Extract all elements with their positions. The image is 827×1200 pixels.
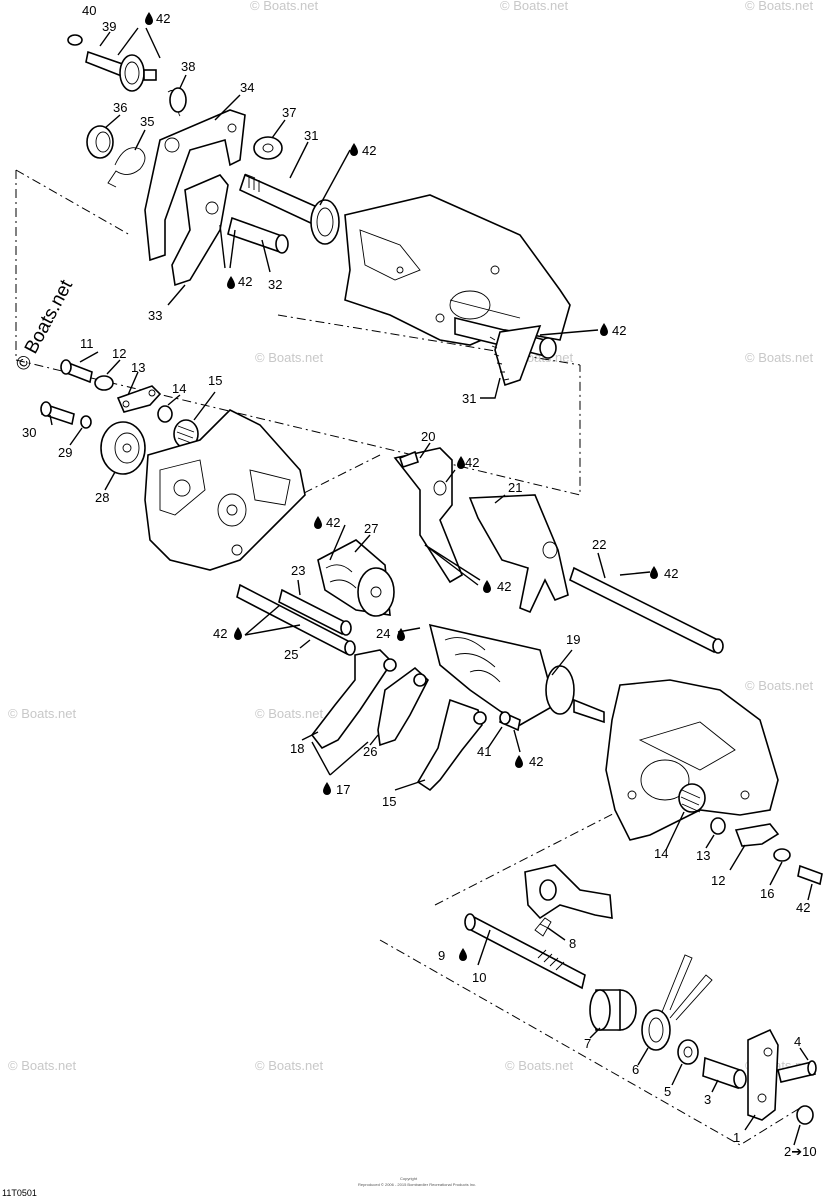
callout-8: 7 [584,1036,591,1051]
callout-31: 31 [462,391,476,406]
callout-41: 42 [529,754,543,769]
callout-29: 29 [58,445,72,460]
callout-23: 23 [291,563,305,578]
copyright-line-2: Reproduced © 2006 - 2015 Bombardier Recr… [358,1182,476,1187]
oil-drop-icons [145,12,658,961]
callout-12: 16 [760,886,774,901]
callout-42: 42 [238,274,252,289]
callout-17: 15 [382,794,396,809]
watermark-tile: © Boats.net [505,1058,574,1073]
callout-28: 28 [95,490,109,505]
callout-3: 4 [794,1034,801,1049]
oil-drop-icon [515,755,523,768]
oil-drop-icon [459,948,467,961]
callout-36: 36 [113,100,127,115]
shift-shaft-assembly [464,864,817,1125]
callout-30: 30 [22,425,36,440]
oil-drop-icon [350,143,358,156]
callout-19: 18 [290,741,304,756]
diagram-code: 11T0501 [2,1188,37,1198]
callout-34: 34 [240,80,254,95]
callout-37: 37 [282,105,296,120]
watermark-tile: © Boats.net [255,1058,324,1073]
left-cover-assembly [40,359,306,571]
watermark-tile: © Boats.net [500,0,569,13]
callout-20: 20 [421,429,435,444]
oil-drop-icon [650,566,658,579]
callout-25: 19 [566,632,580,647]
callout-27: 27 [364,521,378,536]
callout-12: 12 [112,346,126,361]
oil-drop-icon [483,580,491,593]
callout-32: 32 [268,277,282,292]
shift-drum-assembly [236,447,823,886]
callout-42: 17 [336,782,350,797]
top-shaft-assembly [67,34,571,387]
callout-1: 2➔10 [784,1144,817,1159]
callout-42: 42 [213,626,227,641]
oil-drop-icon [314,516,322,529]
callout-42: 42 [362,143,376,158]
callout-14: 13 [696,848,710,863]
copyright-line-1: Copyright [400,1176,418,1181]
callout-42: 42 [156,11,170,26]
callout-9: 10 [472,970,486,985]
callout-labels: 40 39 42 38 34 36 35 37 31 42 42 32 33 4… [22,3,817,1159]
callout-16: 42 [796,900,810,915]
callout-42: 9 [438,948,445,963]
leader-lines [49,27,813,1146]
oil-drop-icon [234,627,242,640]
callout-21: 21 [508,480,522,495]
callout-33: 33 [148,308,162,323]
oil-drop-icon [145,12,153,25]
callout-42: 42 [465,455,479,470]
watermark-tile: © Boats.net [8,1058,77,1073]
callout-15: 15 [208,373,222,388]
oil-drop-icon [600,323,608,336]
callout-39: 39 [102,19,116,34]
watermark-tile: © Boats.net [250,0,319,13]
callout-14: 14 [172,381,186,396]
oil-drop-icon [227,276,235,289]
callout-42: 42 [326,515,340,530]
watermark-tiles: © Boats.net © Boats.net © Boats.net © Bo… [8,0,814,1073]
callout-11: 11 [80,336,94,351]
callout-31: 31 [304,128,318,143]
callout-18: 26 [363,744,377,759]
callout-42: 24 [376,626,390,641]
callout-6: 5 [664,1084,671,1099]
callout-22: 22 [592,537,606,552]
callout-42: 42 [664,566,678,581]
callout-13: 12 [711,873,725,888]
watermark-tile: © Boats.net [8,706,77,721]
oil-drop-icon [457,456,465,469]
watermark-tile: © Boats.net [745,350,814,365]
callout-38: 38 [181,59,195,74]
callout-7: 6 [632,1062,639,1077]
callout-42: 42 [612,323,626,338]
watermark-tile: © Boats.net [255,706,324,721]
watermark-tile: © Boats.net [255,350,324,365]
callout-4: 1 [733,1130,740,1145]
oil-drop-icon [397,628,405,641]
watermark-tile: © Boats.net [745,678,814,693]
callout-5: 3 [704,1092,711,1107]
watermark-tile: © Boats.net [745,0,814,13]
callout-24: 25 [284,647,298,662]
callout-10: 8 [569,936,576,951]
callout-26: 41 [477,744,491,759]
callout-35: 35 [140,114,154,129]
callout-15: 14 [654,846,668,861]
oil-drop-icon [323,782,331,795]
callout-40: 40 [82,3,96,18]
callout-42: 42 [497,579,511,594]
callout-13: 13 [131,360,145,375]
